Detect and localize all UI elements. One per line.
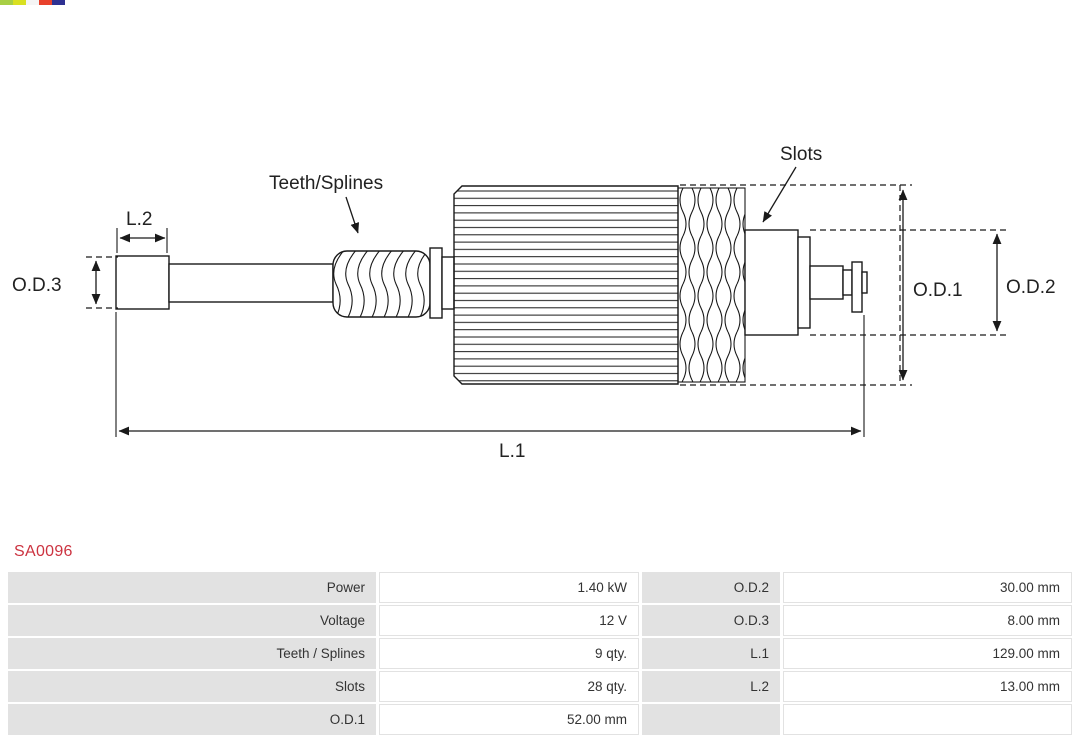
spec-value-cell: 12 V — [379, 605, 639, 636]
spec-label-cell: O.D.2 — [642, 572, 780, 603]
spec-value-cell — [783, 704, 1072, 735]
spec-label-cell: L.2 — [642, 671, 780, 702]
dim-label-teeth-splines: Teeth/Splines — [269, 173, 383, 194]
logo-strip-segment — [26, 0, 39, 5]
spec-label-cell: O.D.1 — [8, 704, 376, 735]
spec-label-cell: L.1 — [642, 638, 780, 669]
spec-value-cell: 1.40 kW — [379, 572, 639, 603]
dim-label-od3: O.D.3 — [12, 275, 62, 296]
logo-strip — [0, 0, 65, 5]
end-nub — [861, 271, 868, 294]
spec-value-cell: 52.00 mm — [379, 704, 639, 735]
spec-value-cell: 8.00 mm — [783, 605, 1072, 636]
dimension-lines — [91, 166, 1002, 437]
spec-label-cell — [642, 704, 780, 735]
end-shaft-step — [842, 269, 853, 296]
spec-value-cell: 9 qty. — [379, 638, 639, 669]
collar-ring-2 — [441, 256, 455, 310]
armature-technical-drawing: O.D.3 L.2 Teeth/Splines Slots O.D.1 O.D.… — [12, 144, 1056, 462]
spec-label-cell: Power — [8, 572, 376, 603]
dim-label-l1: L.1 — [499, 441, 525, 462]
spec-value-cell: 28 qty. — [379, 671, 639, 702]
armature-diagram-svg: O.D.3 L.2 Teeth/Splines Slots O.D.1 O.D.… — [12, 144, 1056, 462]
end-shaft — [809, 265, 844, 300]
logo-strip-segment — [39, 0, 52, 5]
logo-strip-segment — [52, 0, 65, 5]
armature-shaft-assembly — [115, 185, 868, 385]
part-number: SA0096 — [14, 543, 73, 560]
spec-label-cell: Teeth / Splines — [8, 638, 376, 669]
slots-leader-arrow — [762, 166, 797, 223]
collar-ring-1 — [429, 247, 443, 319]
spline-grain-hatch — [333, 251, 430, 317]
teeth-splines-leader-arrow — [345, 196, 360, 234]
end-flange — [851, 261, 863, 313]
shaft-end-cylinder — [115, 255, 170, 310]
commutator-ring — [797, 236, 811, 329]
logo-strip-segment — [13, 0, 26, 5]
armature-core — [453, 185, 679, 385]
commutator — [744, 229, 799, 336]
spec-value-cell: 129.00 mm — [783, 638, 1072, 669]
dim-label-slots: Slots — [780, 144, 822, 165]
dim-label-od2: O.D.2 — [1006, 277, 1056, 298]
dim-label-od1: O.D.1 — [913, 280, 963, 301]
logo-strip-segment — [0, 0, 13, 5]
spec-value-cell: 13.00 mm — [783, 671, 1072, 702]
spec-table: Power 1.40 kW O.D.2 30.00 mm Voltage 12 … — [8, 572, 1072, 735]
spec-value-cell: 30.00 mm — [783, 572, 1072, 603]
shaft — [168, 263, 334, 303]
dim-label-l2: L.2 — [126, 209, 152, 230]
spec-label-cell: O.D.3 — [642, 605, 780, 636]
spec-label-cell: Voltage — [8, 605, 376, 636]
spec-label-cell: Slots — [8, 671, 376, 702]
winding-slots-block — [677, 187, 746, 383]
